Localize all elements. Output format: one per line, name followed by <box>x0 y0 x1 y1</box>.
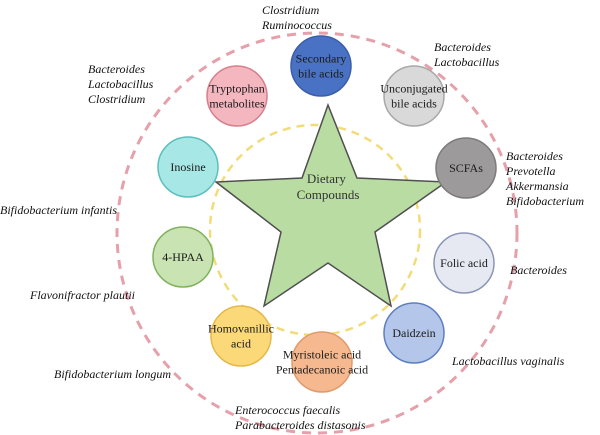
bacteria-name: Lactobacillus vaginalis <box>451 354 565 368</box>
bacteria-name: Akkermansia <box>505 179 569 193</box>
node-circle <box>291 331 353 393</box>
bacteria-label-folic-acid: Bacteroides <box>510 263 567 277</box>
node-daidzein: Daidzein <box>383 302 445 364</box>
node-label-line: Unconjugated <box>380 82 447 96</box>
bacteria-label-inosine: Bifidobacterium infantis <box>0 203 117 217</box>
node-label-line: 4-HPAA <box>162 250 204 264</box>
bacteria-name: Bacteroides <box>434 40 491 54</box>
bacteria-label-homovanillic-acid: Bifidobacterium longum <box>54 367 171 381</box>
node-label: Folic acid <box>440 256 488 270</box>
node-circle <box>152 226 214 288</box>
bacteria-label-4-hpaa: Flavonifractor plautii <box>29 288 135 302</box>
node-label-line: Myristoleic acid <box>283 348 361 362</box>
node-circle <box>433 232 495 294</box>
node-label-line: Daidzein <box>392 326 435 340</box>
node-inosine: Inosine <box>157 136 219 198</box>
center-star <box>213 102 449 308</box>
center-label-line: Dietary <box>307 171 346 186</box>
node-scfas: SCFAs <box>435 137 497 199</box>
bacteria-name: Prevotella <box>505 164 556 178</box>
node-label-line: bile acids <box>298 67 344 81</box>
node-circle <box>206 65 268 127</box>
node-label: SCFAs <box>449 161 483 175</box>
node-label: Daidzein <box>392 326 435 340</box>
node-label-line: SCFAs <box>449 161 483 175</box>
node-circle <box>383 65 445 127</box>
node-label-line: bile acids <box>391 97 437 111</box>
node-label: 4-HPAA <box>162 250 204 264</box>
bacteria-name: Lactobacillus <box>87 77 154 91</box>
bacteria-label-daidzein: Lactobacillus vaginalis <box>451 354 565 368</box>
bacteria-name: Parabacteroides distasonis <box>234 418 366 432</box>
inner-ring <box>208 123 422 337</box>
node-circle <box>383 302 445 364</box>
node-4-hpaa: 4-HPAA <box>152 226 214 288</box>
node-label-line: acid <box>231 337 251 351</box>
bacteria-name: Bifidobacterium longum <box>54 367 171 381</box>
bacteria-name: Clostridium <box>88 92 146 106</box>
node-circle <box>157 136 219 198</box>
node-folic-acid: Folic acid <box>433 232 495 294</box>
bacteria-name: Bacteroides <box>506 149 563 163</box>
bacteria-name: Bifidobacterium infantis <box>0 203 117 217</box>
outer-ring <box>115 31 519 435</box>
node-label-line: Folic acid <box>440 256 488 270</box>
node-label-line: Tryptophan <box>209 82 265 96</box>
node-circle <box>290 35 352 97</box>
node-label-line: Inosine <box>170 160 205 174</box>
bacteria-name: Flavonifractor plautii <box>29 288 135 302</box>
node-label: Inosine <box>170 160 205 174</box>
bacteria-name: Enterococcus faecalis <box>234 403 341 417</box>
center-label: Dietary Compounds <box>297 171 360 202</box>
node-label-line: Homovanillic <box>208 322 274 336</box>
node-label-line: Pentadecanoic acid <box>276 363 368 377</box>
node-circle <box>435 137 497 199</box>
center-label-line: Compounds <box>297 187 360 202</box>
bacteria-name: Clostridium <box>262 3 320 17</box>
bacteria-name: Lactobacillus <box>433 55 500 69</box>
node-label-line: metabolites <box>209 97 265 111</box>
bacteria-name: Bacteroides <box>88 62 145 76</box>
bacteria-name: Bacteroides <box>510 263 567 277</box>
bacteria-name: Bifidobacterium <box>506 194 584 208</box>
node-circle <box>210 305 272 367</box>
bacteria-name: Ruminococcus <box>261 18 332 32</box>
node-label-line: Secondary <box>296 52 347 66</box>
